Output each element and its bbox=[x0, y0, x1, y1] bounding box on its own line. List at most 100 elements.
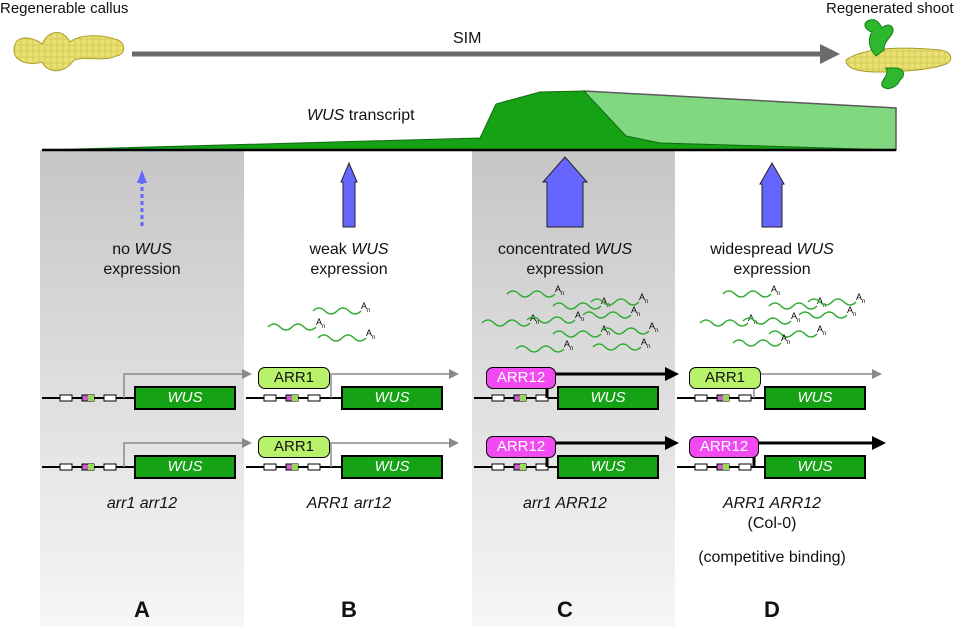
binding-note-label: (competitive binding) bbox=[698, 549, 846, 566]
mrna-transcript bbox=[317, 334, 367, 342]
binding-site-half bbox=[520, 464, 526, 470]
wus-gene-box: WUS bbox=[557, 386, 659, 410]
wus-gene-box: WUS bbox=[134, 386, 236, 410]
cis-element-box bbox=[263, 463, 277, 471]
expression-gene: WUS bbox=[134, 241, 172, 258]
sim-label: SIM bbox=[453, 30, 482, 47]
expression-word: expression bbox=[526, 261, 604, 278]
panel-letter: B bbox=[341, 597, 357, 622]
arr12-protein: ARR12 bbox=[486, 436, 556, 458]
wus-gene-box: WUS bbox=[341, 455, 443, 479]
genotype-label: arr1 ARR12 bbox=[523, 495, 607, 512]
mrna-transcript bbox=[768, 330, 818, 338]
callus-icon bbox=[13, 32, 125, 72]
poly-a-tail-label: An bbox=[649, 321, 658, 334]
poly-a-tail-label: An bbox=[817, 324, 826, 337]
panel-letter: D bbox=[764, 597, 780, 622]
poly-a-tail-label: An bbox=[641, 337, 650, 350]
transcription-start-arrow bbox=[330, 373, 449, 398]
genotype-label: arr1 arr12 bbox=[106, 495, 178, 512]
arr1-protein: ARR1 bbox=[258, 367, 330, 389]
wus-gene-box: WUS bbox=[134, 455, 236, 479]
poly-a-tail-label: An bbox=[366, 328, 375, 341]
arr1-protein: ARR1 bbox=[689, 367, 761, 389]
mrna-transcript bbox=[506, 290, 556, 298]
mrna-transcript bbox=[732, 339, 782, 347]
expression-qualifier: no bbox=[112, 241, 135, 258]
binding-site-half bbox=[723, 464, 729, 470]
transcription-arrowhead bbox=[449, 369, 459, 379]
mrna-transcript bbox=[526, 316, 576, 324]
mrna-transcript bbox=[742, 317, 792, 325]
poly-a-tail-label: An bbox=[555, 284, 564, 297]
poly-a-tail-label: An bbox=[601, 296, 610, 309]
mrna-transcript bbox=[267, 323, 317, 331]
poly-a-tail-label: An bbox=[564, 339, 573, 352]
mrna-transcript bbox=[592, 343, 642, 351]
poly-a-tail-label: An bbox=[316, 317, 325, 330]
binding-site-half bbox=[88, 395, 94, 401]
expression-qualifier: concentrated bbox=[497, 241, 595, 258]
transcription-start-arrow bbox=[330, 442, 449, 467]
poly-a-tail-label: An bbox=[847, 305, 856, 318]
expression-word: expression bbox=[310, 261, 388, 278]
cis-element-box bbox=[59, 394, 73, 402]
expression-gene: WUS bbox=[351, 241, 389, 258]
poly-a-tail-label: An bbox=[631, 305, 640, 318]
arr12-protein: ARR12 bbox=[689, 436, 759, 458]
wus-transcript-area bbox=[41, 90, 897, 151]
mrna-transcript bbox=[552, 302, 602, 310]
cis-element-box bbox=[694, 463, 708, 471]
binding-site-half bbox=[88, 464, 94, 470]
cis-element-box bbox=[491, 463, 505, 471]
expression-word: expression bbox=[103, 261, 181, 278]
poly-a-tail-label: An bbox=[791, 311, 800, 324]
poly-a-tail-label: An bbox=[530, 313, 539, 326]
transcription-arrowhead bbox=[242, 438, 252, 448]
mrna-transcript bbox=[768, 302, 818, 310]
cis-element-box bbox=[103, 463, 117, 471]
wus-gene-box: WUS bbox=[557, 455, 659, 479]
poly-a-tail-label: An bbox=[856, 292, 865, 305]
transcript-label: WUS transcript bbox=[307, 107, 415, 124]
expression-arrow bbox=[340, 161, 358, 228]
transcription-arrowhead bbox=[449, 438, 459, 448]
cis-element-box bbox=[307, 463, 321, 471]
cis-element-box bbox=[307, 394, 321, 402]
poly-a-tail-label: An bbox=[639, 292, 648, 305]
wus-gene-box: WUS bbox=[764, 455, 866, 479]
expression-word: expression bbox=[733, 261, 811, 278]
binding-site-half bbox=[292, 395, 298, 401]
genotype-label: ARR1 ARR12 bbox=[722, 495, 822, 512]
cis-element-box bbox=[738, 394, 752, 402]
mrna-transcript bbox=[798, 311, 848, 319]
shoot-label: Regenerated shoot bbox=[826, 0, 954, 17]
mrna-transcript bbox=[552, 330, 602, 338]
mrna-transcript bbox=[515, 345, 565, 353]
poly-a-tail-label: An bbox=[575, 310, 584, 323]
mrna-transcript bbox=[699, 319, 749, 327]
mrna-transcript bbox=[600, 327, 650, 335]
arr1-protein: ARR1 bbox=[258, 436, 330, 458]
cis-element-box bbox=[263, 394, 277, 402]
poly-a-tail-label: An bbox=[361, 301, 370, 314]
regenerated-shoot-icon bbox=[845, 19, 952, 89]
poly-a-tail-label: An bbox=[771, 284, 780, 297]
expression-label: no WUS expression bbox=[42, 240, 242, 280]
transcription-arrowhead bbox=[242, 369, 252, 379]
wus-gene-box: WUS bbox=[764, 386, 866, 410]
panel-letter: C bbox=[557, 597, 573, 622]
mrna-transcript bbox=[590, 298, 640, 306]
mrna-transcript bbox=[481, 319, 531, 327]
callus-label: Regenerable callus bbox=[0, 0, 129, 17]
mrna-transcript bbox=[722, 290, 772, 298]
binding-site-half bbox=[723, 395, 729, 401]
expression-qualifier: weak bbox=[309, 241, 352, 258]
cis-element-box bbox=[694, 394, 708, 402]
transcription-start-arrow bbox=[123, 373, 242, 398]
expression-gene: WUS bbox=[796, 241, 834, 258]
cis-element-box bbox=[59, 463, 73, 471]
ecotype-label: (Col-0) bbox=[747, 515, 797, 532]
